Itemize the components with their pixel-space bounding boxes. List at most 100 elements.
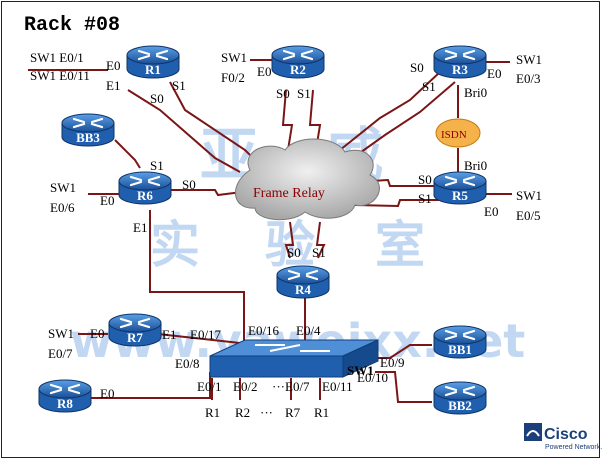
label: E0 [100, 386, 114, 401]
label: SW1 [50, 180, 76, 195]
router-r1[interactable]: R1 [126, 45, 180, 79]
cisco-logo: Cisco Powered Network. [524, 423, 602, 451]
label: F0/2 [221, 70, 245, 85]
label: E0/3 [516, 71, 541, 86]
device-label-r6: R6 [137, 188, 153, 203]
router-r6[interactable]: R6 [118, 171, 172, 205]
label: S1 [312, 245, 326, 260]
router-arrows-icon [287, 269, 319, 281]
label: S1 [418, 191, 432, 206]
label: S0 [182, 177, 196, 192]
label: E0/1 [197, 379, 222, 394]
link-r4-s1 [315, 221, 326, 259]
link-r2-s1 [308, 89, 322, 151]
label: S0 [410, 60, 424, 75]
device-label-r3: R3 [452, 62, 468, 77]
router-arrows-icon [282, 49, 314, 61]
router-arrows-icon [444, 49, 476, 61]
link-r4-s0 [284, 221, 295, 259]
label: E0/4 [296, 323, 321, 338]
label: E0/16 [248, 323, 280, 338]
label: E0/7 [48, 346, 73, 361]
router-arrows-icon [137, 49, 169, 61]
label: E0/17 [190, 327, 222, 342]
label: R1 [205, 405, 220, 420]
label: S1 [172, 78, 186, 93]
link-r2-s0 [281, 89, 294, 151]
router-r3[interactable]: R3 [433, 45, 487, 79]
label: S0 [287, 245, 301, 260]
label: ··· [272, 379, 285, 394]
router-r5[interactable]: R5 [433, 171, 487, 205]
label: E0 [90, 326, 104, 341]
device-label-r2: R2 [290, 62, 306, 77]
label: S1 [422, 79, 436, 94]
label: E0 [106, 58, 120, 73]
router-r8[interactable]: R8 [38, 379, 92, 413]
link-r5-s1 [354, 199, 440, 208]
label: SW1 E0/11 [30, 68, 90, 83]
label: R1 [314, 405, 329, 420]
router-bb3[interactable]: BB3 [61, 113, 115, 147]
label: E0 [100, 193, 114, 208]
label: E0/8 [175, 356, 200, 371]
link-r8-sw1 [80, 372, 211, 399]
isdn-cloud: ISDN [435, 118, 481, 148]
label: E0/5 [516, 208, 541, 223]
device-label-bb1: BB1 [448, 342, 472, 357]
router-r7[interactable]: R7 [108, 313, 162, 347]
device-label-r1: R1 [145, 62, 161, 77]
link-sw1-bb2 [375, 371, 432, 403]
router-arrows-icon [444, 385, 476, 397]
router-arrows-icon [119, 317, 151, 329]
label: S0 [276, 86, 290, 101]
device-label-r5: R5 [452, 188, 468, 203]
label: S0 [418, 172, 432, 187]
label: S1 [150, 158, 164, 173]
label: E0/6 [50, 200, 75, 215]
label: E0 [487, 66, 501, 81]
label: SW1 [221, 50, 247, 65]
router-arrows-icon [129, 175, 161, 187]
label: SW1 [516, 52, 542, 67]
watermark-char: 室 [375, 216, 425, 274]
device-label-bb3: BB3 [76, 130, 100, 145]
cisco-tagline: Powered Network. [545, 444, 602, 451]
switch-sw1[interactable]: SW1 [209, 339, 379, 378]
router-bb1[interactable]: BB1 [433, 325, 487, 359]
label: R7 [285, 405, 301, 420]
router-arrows-icon [49, 383, 81, 395]
device-label-r8: R8 [57, 396, 73, 411]
label: SW1 [48, 326, 74, 341]
device-label-r7: R7 [127, 330, 143, 345]
link-r6-e1 [149, 210, 245, 343]
label: S1 [297, 86, 311, 101]
router-r4[interactable]: R4 [276, 265, 330, 299]
cloud-label: Frame Relay [253, 186, 325, 201]
links [28, 59, 512, 403]
router-r2[interactable]: R2 [271, 45, 325, 79]
router-bb2[interactable]: BB2 [433, 381, 487, 415]
device-label-sw1: SW1 [347, 363, 374, 378]
label: E0/2 [233, 379, 258, 394]
cisco-logo-text: Cisco [544, 426, 588, 443]
diagram-frame [1, 1, 600, 458]
label: E1 [106, 78, 120, 93]
router-arrows-icon [444, 175, 476, 187]
link-r3-s1 [349, 81, 456, 161]
link-r6-s0 [170, 189, 243, 197]
label: R2 [235, 405, 250, 420]
frame-relay-cloud: Frame Relay [234, 138, 380, 221]
label: Bri0 [464, 85, 487, 100]
router-arrows-icon [72, 117, 104, 129]
link-bb3-r6 [114, 139, 141, 169]
label: Bri0 [464, 158, 487, 173]
label: E1 [133, 220, 147, 235]
label: E0/11 [322, 379, 353, 394]
label: S0 [150, 91, 164, 106]
link-r3-s0 [339, 71, 441, 151]
label: E0/7 [285, 379, 310, 394]
